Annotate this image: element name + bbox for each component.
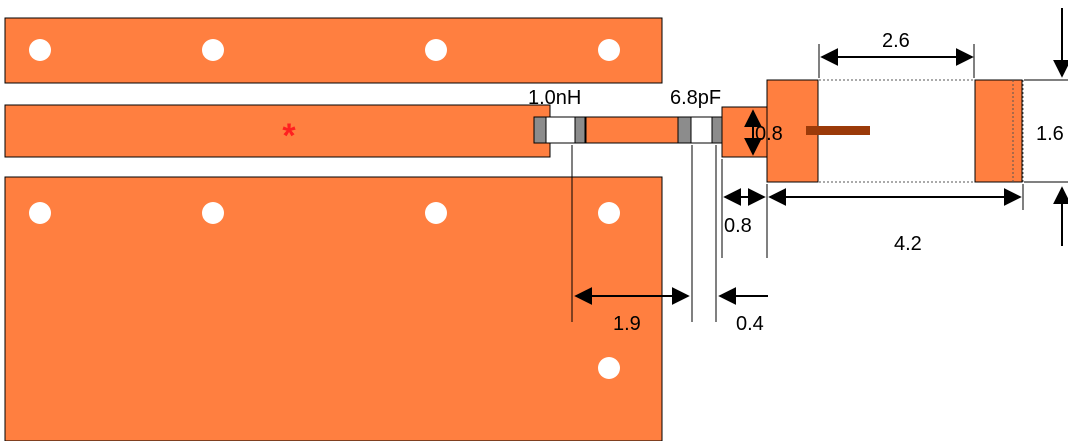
- dim-label-pad-span: 4.2: [894, 233, 922, 255]
- top-ground-strip: [4, 17, 663, 84]
- dim-label-pad-gap: 2.6: [882, 30, 910, 52]
- dim-label-cap-to-trace: 0.4: [736, 313, 764, 335]
- inductor-label: 1.0nH: [528, 87, 581, 109]
- asterisk-icon: *: [282, 117, 296, 155]
- via: [425, 202, 447, 224]
- signal-trace: [4, 104, 551, 158]
- right-pad: [974, 79, 1023, 183]
- dim-label-inductor-to-cap: 1.9: [613, 313, 641, 335]
- capacitor-label: 6.8pF: [670, 87, 721, 109]
- inductor-cap-right: [574, 116, 586, 144]
- via: [202, 202, 224, 224]
- via: [598, 357, 620, 379]
- via: [598, 202, 620, 224]
- via: [29, 39, 51, 61]
- bottom-ground-plane: [4, 176, 663, 441]
- via: [202, 39, 224, 61]
- feed-stub: [806, 126, 870, 135]
- capacitor-cap-right: [711, 116, 723, 144]
- series-trace: [585, 116, 680, 144]
- via: [598, 39, 620, 61]
- dim-label-trace-to-pad: 0.8: [724, 215, 752, 237]
- capacitor-cap-left: [677, 116, 692, 144]
- inductor-cap-left: [533, 116, 547, 144]
- via: [425, 39, 447, 61]
- dim-label-pad-height: 1.6: [1036, 123, 1064, 145]
- dim-label-trace-width: 0.8: [755, 123, 783, 145]
- via: [29, 202, 51, 224]
